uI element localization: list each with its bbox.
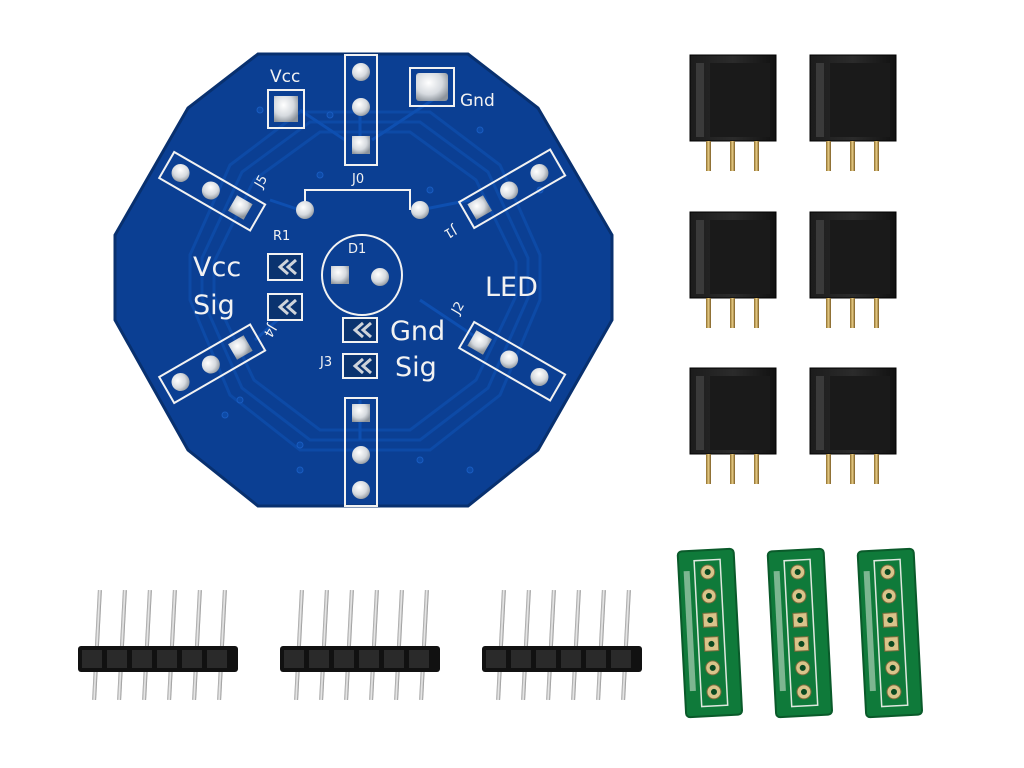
label-j5: J5 [252, 173, 272, 192]
label-j2: J2 [448, 299, 468, 318]
breakout-board [676, 547, 743, 719]
label-led: LED [485, 272, 538, 303]
male-pin-header [78, 589, 238, 701]
label-vcc-left: Vcc [193, 252, 241, 283]
label-j0: J0 [351, 172, 364, 187]
connector-j5 [157, 150, 267, 232]
male-pin-header [482, 589, 642, 701]
connector-bottom [344, 397, 378, 507]
male-pin-header [280, 589, 440, 701]
pcb-vias [221, 106, 544, 474]
label-d1: D1 [348, 242, 366, 257]
connector-j0 [344, 54, 378, 166]
connector-j2 [457, 320, 567, 402]
hexagon-led-pcb: Vcc Gnd J0 J1 J2 J3 J4 J5 R1 D1 Vcc Sig … [113, 52, 614, 508]
label-j1: J1 [441, 221, 460, 241]
label-j3: J3 [319, 355, 332, 370]
label-sig-mid: Sig [395, 352, 437, 383]
breakout-boards [676, 547, 923, 719]
female-headers [689, 54, 897, 484]
female-header [689, 367, 777, 484]
pcb-traces [188, 110, 542, 452]
vcc-pad [267, 89, 305, 129]
label-gnd-top: Gnd [460, 91, 495, 111]
breakout-board [766, 547, 833, 719]
gnd-pad [409, 67, 455, 107]
resistor-r1 [296, 189, 429, 219]
connector-j4 [157, 323, 267, 405]
pcb-board [113, 52, 614, 508]
jumper-pads [267, 253, 378, 379]
connector-j1 [457, 148, 567, 230]
female-header [809, 211, 897, 328]
female-header [809, 54, 897, 171]
label-vcc-top: Vcc [270, 67, 300, 87]
female-header [689, 54, 777, 171]
male-pin-headers [78, 589, 642, 701]
breakout-board [856, 547, 923, 719]
female-header [809, 367, 897, 484]
label-gnd-mid: Gnd [390, 316, 445, 347]
label-j4: J4 [260, 321, 280, 340]
led-d1-footprint [321, 234, 403, 316]
label-r1: R1 [273, 229, 290, 244]
label-sig-left: Sig [193, 290, 235, 321]
female-header [689, 211, 777, 328]
